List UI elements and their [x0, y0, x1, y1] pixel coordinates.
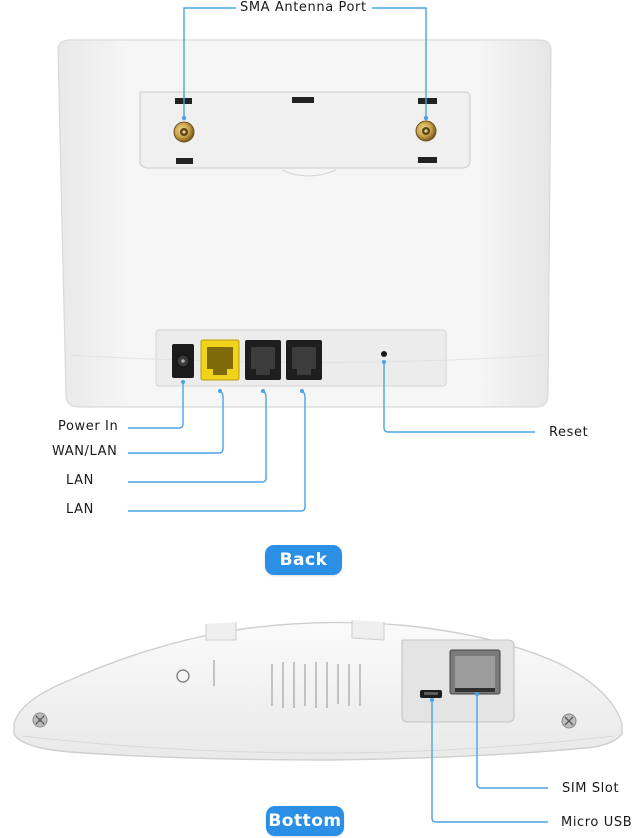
label-sim-slot: SIM Slot [562, 781, 620, 796]
leader-sma-left [183, 7, 236, 120]
label-wan-lan: WAN/LAN [52, 444, 118, 459]
leader-sim-slot [476, 694, 548, 789]
bottom-leader-lines [431, 694, 548, 823]
leader-sma-right [372, 7, 427, 120]
sim-card-slot [449, 649, 501, 695]
label-micro-usb: Micro USB [561, 815, 633, 830]
label-lan-2: LAN [66, 502, 94, 517]
leader-lan-1 [128, 390, 267, 483]
panel-slot-mark [418, 157, 437, 163]
sma-connector-left [173, 121, 195, 143]
certification-mark [176, 669, 190, 683]
leader-micro-usb [431, 700, 548, 823]
wan-lan-port [200, 339, 240, 381]
screw-left [32, 712, 48, 728]
section-badge-bottom: Bottom [266, 806, 344, 836]
label-power-in: Power In [58, 419, 119, 434]
router-body-bottom [13, 621, 623, 761]
panel-slot-mark [418, 98, 437, 104]
micro-usb-port [420, 690, 442, 698]
lan-port-2 [286, 340, 322, 380]
panel-slot-mark [292, 97, 314, 103]
antenna-panel [139, 91, 471, 169]
screw-right [561, 713, 577, 729]
section-badge-back: Back [265, 545, 342, 575]
sma-connector-right [415, 120, 437, 142]
label-reset: Reset [549, 425, 589, 440]
spec-label-area [213, 660, 361, 708]
leader-reset [383, 361, 535, 433]
back-leader-lines [128, 7, 535, 512]
label-sma-antenna-port: SMA Antenna Port [240, 0, 367, 15]
leader-power-in [128, 380, 184, 429]
router-bottom-view [13, 620, 623, 761]
leader-wan-lan [128, 390, 224, 454]
label-lan-1: LAN [66, 473, 94, 488]
power-jack [172, 344, 194, 378]
router-back-view [57, 39, 552, 408]
reset-button [381, 351, 387, 357]
lan-port-1 [245, 340, 281, 380]
leader-lan-2 [128, 390, 306, 512]
panel-slot-mark [176, 158, 193, 164]
